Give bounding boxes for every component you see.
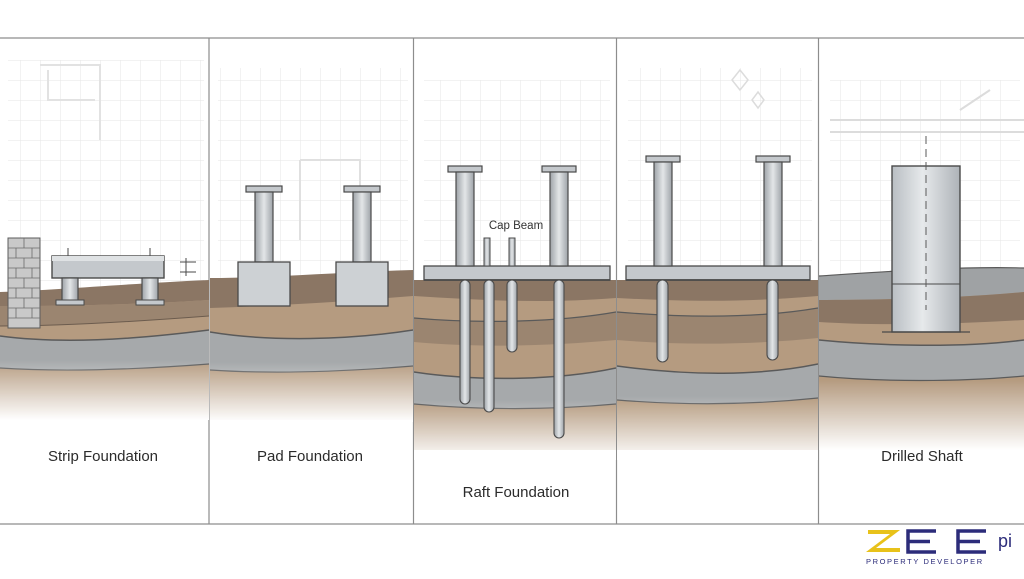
raft-columns: [447, 165, 577, 267]
cap-beam-label: Cap Beam: [488, 220, 544, 232]
brick-wall: [7, 237, 41, 329]
raft-foundation-panel: [414, 80, 616, 460]
drilled-shaft-panel: [819, 80, 1024, 450]
pile-foundation-panel: [617, 68, 818, 460]
pad-foundation-caption: Pad Foundation: [257, 448, 363, 465]
pad-footing-left: [237, 185, 291, 307]
strip-foundation-caption: Strip Foundation: [47, 448, 159, 465]
raft-piles: [459, 279, 565, 439]
pad-foundation-panel: [210, 68, 413, 422]
drilled-shaft-caption: Drilled Shaft: [881, 448, 963, 465]
strip-foundation-panel: [0, 60, 209, 420]
pile-cap-slab: [625, 265, 811, 281]
pile-columns: [645, 155, 791, 267]
drilled-shaft: [882, 136, 970, 333]
piles: [656, 279, 779, 363]
strip-footing: [51, 248, 196, 306]
logo-suffix: pi: [998, 531, 1013, 551]
logo-mark: [866, 529, 986, 554]
raft-foundation-caption: Raft Foundation: [462, 484, 570, 501]
logo-tagline: PROPERTY DEVELOPER: [866, 557, 984, 566]
pad-footing-right: [335, 185, 389, 307]
raft-slab: [423, 265, 611, 281]
